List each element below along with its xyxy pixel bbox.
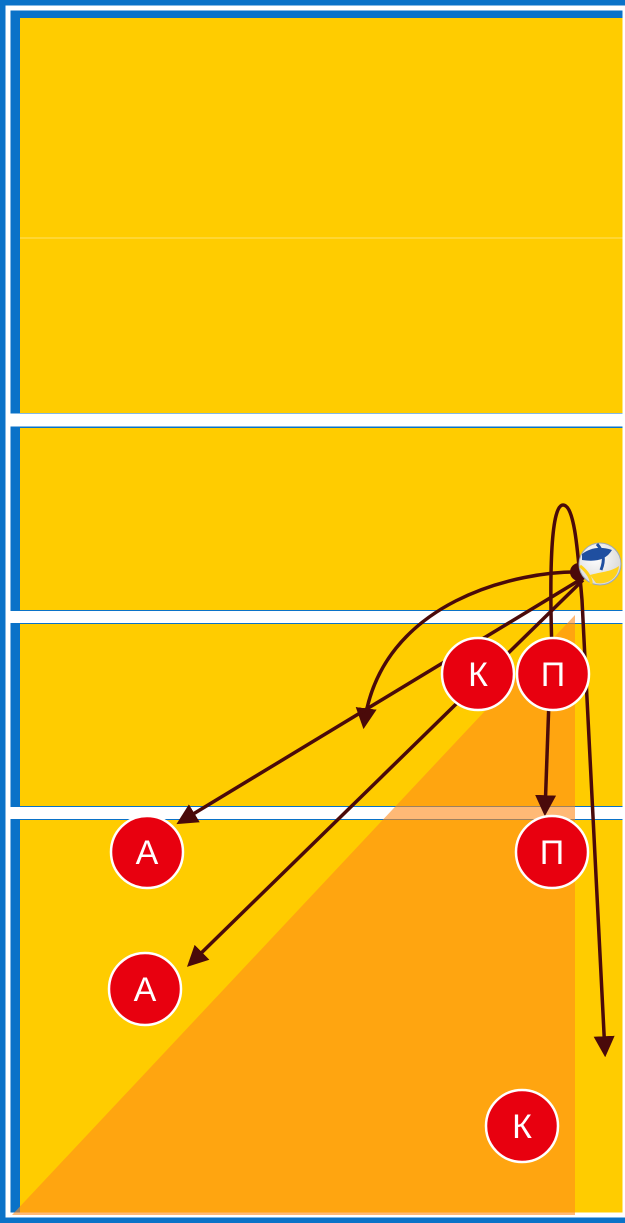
player-label: А: [134, 971, 157, 1009]
player-label: К: [512, 1108, 532, 1146]
player-a-bottom: А: [109, 953, 181, 1025]
player-k-setter: К: [442, 638, 514, 710]
player-k-back: К: [486, 1090, 558, 1162]
player-a-top: А: [111, 816, 183, 888]
player-label: П: [540, 834, 564, 872]
court-zone-far: [20, 18, 625, 413]
volleyball-icon: [579, 543, 621, 585]
player-label: П: [541, 656, 565, 694]
player-p-blocker: П: [517, 638, 589, 710]
court-zone-attack-far: [20, 428, 625, 610]
player-label: К: [468, 656, 488, 694]
player-p-back: П: [516, 816, 588, 888]
player-label: А: [136, 834, 159, 872]
